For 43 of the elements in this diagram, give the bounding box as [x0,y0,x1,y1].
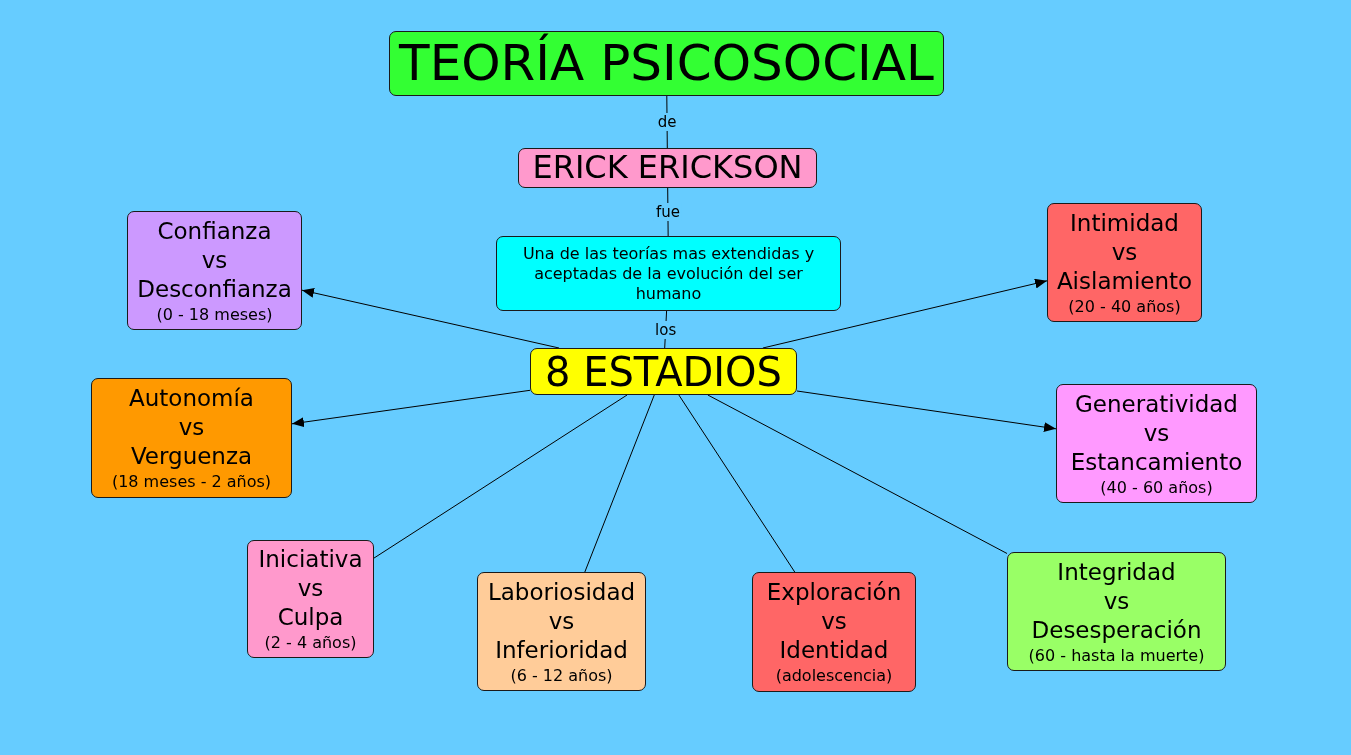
concept-text: 8 ESTADIOS [545,349,782,394]
connector-line [707,394,1008,554]
arrow [301,287,560,349]
stage-text: Laboriosidad vs Inferioridad [487,577,636,665]
age-range-text: (60 - hasta la muerte) [1028,644,1205,666]
stage-text: Autonomía vs Verguenza [129,384,254,471]
age-range-text: (adolescencia) [775,665,893,686]
stage-box [91,378,292,498]
edge-label: de [655,113,679,131]
arrow [291,389,531,428]
age-range-text: (0 - 18 meses) [156,303,273,325]
stage-text: Generatividad vs Estancamiento [1070,389,1243,477]
age-range-text: (18 meses - 2 años) [111,471,272,492]
stage-box [127,211,302,330]
stage-text: Confianza vs Desconfianza [137,216,292,304]
age-range-text: (20 - 40 años) [1068,295,1181,317]
edge-label: los [653,320,679,339]
description-text: Una de las teorías mas extendidas y aceptadas de la evolución del ser humano [521,243,816,304]
stage-box [1047,203,1202,322]
connector-line [584,394,655,573]
stage-text: Iniciativa vs Culpa [258,545,363,632]
connector-line [373,394,628,559]
age-range-text: (6 - 12 años) [510,664,613,686]
arrow [762,278,1048,349]
stage-text: Intimidad vs Aislamiento [1056,208,1193,296]
age-range-text: (2 - 4 años) [264,632,357,653]
concept-box [496,236,841,311]
stage-box [477,572,646,691]
edge-label: fue [653,203,682,221]
age-range-text: (40 - 60 años) [1100,476,1213,498]
stage-box [752,572,916,692]
stage-box [247,540,374,658]
stage-text: Integridad vs Desesperación [1031,557,1202,645]
connector-line [666,95,668,149]
connector-line [678,394,796,573]
arrow [796,390,1057,433]
stage-box [1056,384,1257,503]
title-box [389,31,944,96]
stage-text: Exploración vs Identidad [766,578,902,665]
concept-box [530,348,797,395]
author-name: ERICK ERICKSON [532,150,803,186]
stage-box [1007,552,1226,671]
concept-box [518,148,817,188]
